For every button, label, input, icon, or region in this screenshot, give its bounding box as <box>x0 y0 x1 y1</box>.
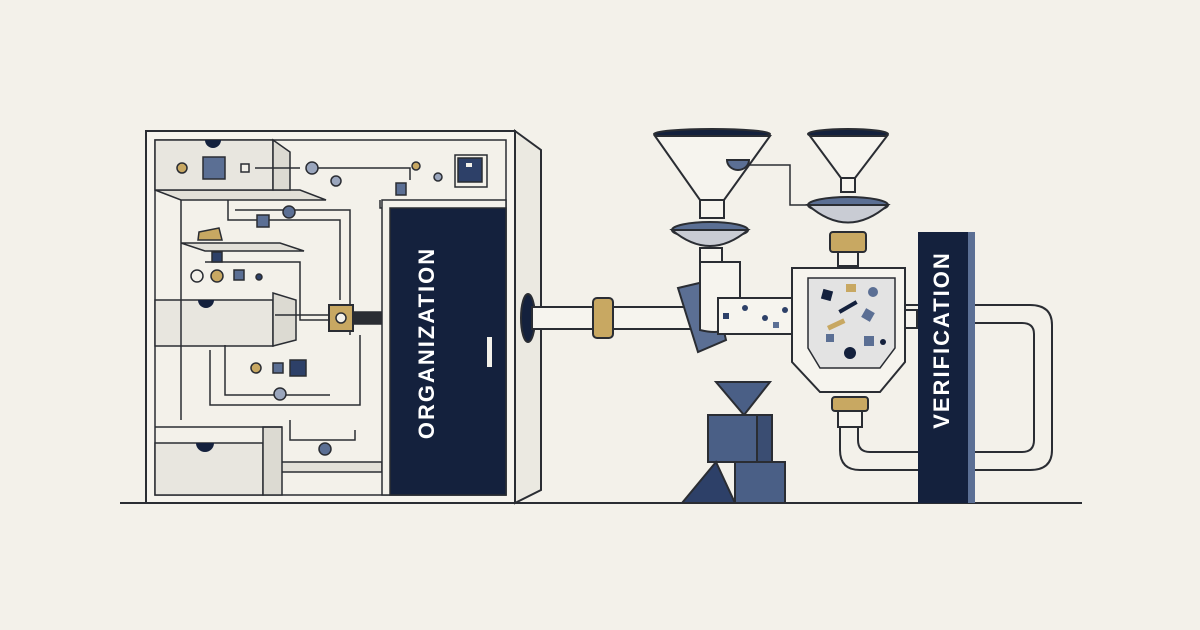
return-pipe-outer <box>839 304 1053 471</box>
funnel-left-spout <box>699 199 725 219</box>
component-screen-led <box>466 163 472 167</box>
wire-4 <box>209 335 361 406</box>
hopper-particle-4 <box>838 300 858 314</box>
drawer-bottom-handle <box>196 443 214 452</box>
hopper-particle-1 <box>820 288 834 302</box>
component-dot-gold-1 <box>176 162 188 174</box>
component-dot-8 <box>273 387 287 401</box>
component-dot-7 <box>255 273 263 281</box>
component-dot-gold-4 <box>250 362 262 374</box>
component-gold-block <box>197 227 223 241</box>
component-dot-gold-2 <box>411 161 421 171</box>
sieve-left <box>669 221 751 263</box>
component-square-1 <box>202 156 226 180</box>
pipe-particle-2 <box>762 315 768 321</box>
pipe-particle-1 <box>742 305 748 311</box>
organization-door: ORGANIZATION <box>381 199 507 496</box>
stack-lower-triangle <box>679 460 737 504</box>
funnel-left-sensor <box>725 159 751 171</box>
drawer-bottom <box>154 442 264 496</box>
component-dot-2 <box>305 161 319 175</box>
drawer-middle <box>154 299 274 347</box>
stack-top-triangle <box>713 381 773 417</box>
wire-5 <box>224 345 330 396</box>
verification-label: VERIFICATION <box>929 251 954 429</box>
drawer-top-handle <box>205 140 221 148</box>
return-pipe <box>839 304 1053 471</box>
hopper-particle-7 <box>844 347 856 359</box>
component-chip-1 <box>240 163 250 173</box>
funnel-right-cone <box>808 135 890 179</box>
component-screen-inner <box>457 157 483 183</box>
shelf-middle <box>180 242 305 252</box>
component-square-6 <box>289 359 307 377</box>
funnel-left-pipe <box>740 164 810 206</box>
funnel-left <box>653 128 810 219</box>
sieve-left-neck <box>699 247 723 263</box>
drawer-middle-handle <box>198 300 214 308</box>
stack-lower-cube <box>734 461 786 504</box>
sieve-left-bowl <box>669 229 751 247</box>
hopper-particle-8 <box>826 334 834 342</box>
component-dot-3 <box>330 175 342 187</box>
organization-label: ORGANIZATION <box>414 247 439 439</box>
mixer-hopper <box>791 267 906 428</box>
wire-2 <box>235 209 351 335</box>
funnel-right <box>807 128 890 193</box>
return-pipe-inner <box>857 322 1035 453</box>
cabinet-components <box>176 154 488 456</box>
drawer-bottom-side <box>262 426 283 496</box>
sieve-right-neck <box>837 251 859 267</box>
door-handle <box>487 337 492 367</box>
hopper-particle-2 <box>846 284 856 292</box>
component-dot-4 <box>433 172 443 182</box>
hopper-outlet-neck <box>837 410 863 428</box>
hopper-particle-6 <box>826 318 846 331</box>
hopper-particle-5 <box>861 308 875 322</box>
component-square-3 <box>211 251 223 263</box>
component-square-4 <box>233 269 245 281</box>
door-panel <box>389 207 507 496</box>
wire-7 <box>318 167 411 180</box>
sieve-right-bowl <box>805 204 891 224</box>
component-square-5 <box>272 362 284 374</box>
return-pipe-joint <box>904 309 918 329</box>
component-dot-9 <box>318 442 332 456</box>
pipe-particle-4 <box>773 322 779 328</box>
stack-upper-cube-side <box>756 414 773 463</box>
pillar-side <box>966 232 975 503</box>
shelf-right <box>271 461 383 473</box>
component-dot-gold-3 <box>210 269 224 283</box>
pillar-front <box>918 232 968 503</box>
drawer-top-side <box>272 138 291 191</box>
sieve-right <box>805 196 891 267</box>
pipe-particle-5 <box>782 307 788 313</box>
component-square-2 <box>256 214 270 228</box>
wire-connector-dot <box>335 312 347 324</box>
pipe-particle-3 <box>723 313 729 319</box>
organization-cabinet <box>145 129 542 505</box>
main-pipe <box>520 261 799 354</box>
hopper-particle-10 <box>880 339 886 345</box>
shelf-top <box>154 189 327 201</box>
funnel-left-cone <box>653 135 772 201</box>
component-box-1 <box>395 182 407 196</box>
component-dot-5 <box>282 205 296 219</box>
shape-stack <box>679 381 786 504</box>
wire-1 <box>227 200 341 300</box>
wire-3 <box>205 261 330 321</box>
component-dot-6 <box>190 269 204 283</box>
funnel-right-spout <box>840 177 856 193</box>
drawer-middle-side <box>272 291 297 347</box>
wire-9 <box>289 420 356 441</box>
sieve-right-collar <box>829 231 867 253</box>
verification-pillar: VERIFICATION <box>918 232 975 503</box>
hopper-particle-9 <box>864 336 874 346</box>
pipe-to-mixer <box>717 297 799 335</box>
hopper-outlet-collar <box>831 396 869 412</box>
pipe-coupling-gold <box>592 297 614 339</box>
hopper-particle-3 <box>868 287 878 297</box>
